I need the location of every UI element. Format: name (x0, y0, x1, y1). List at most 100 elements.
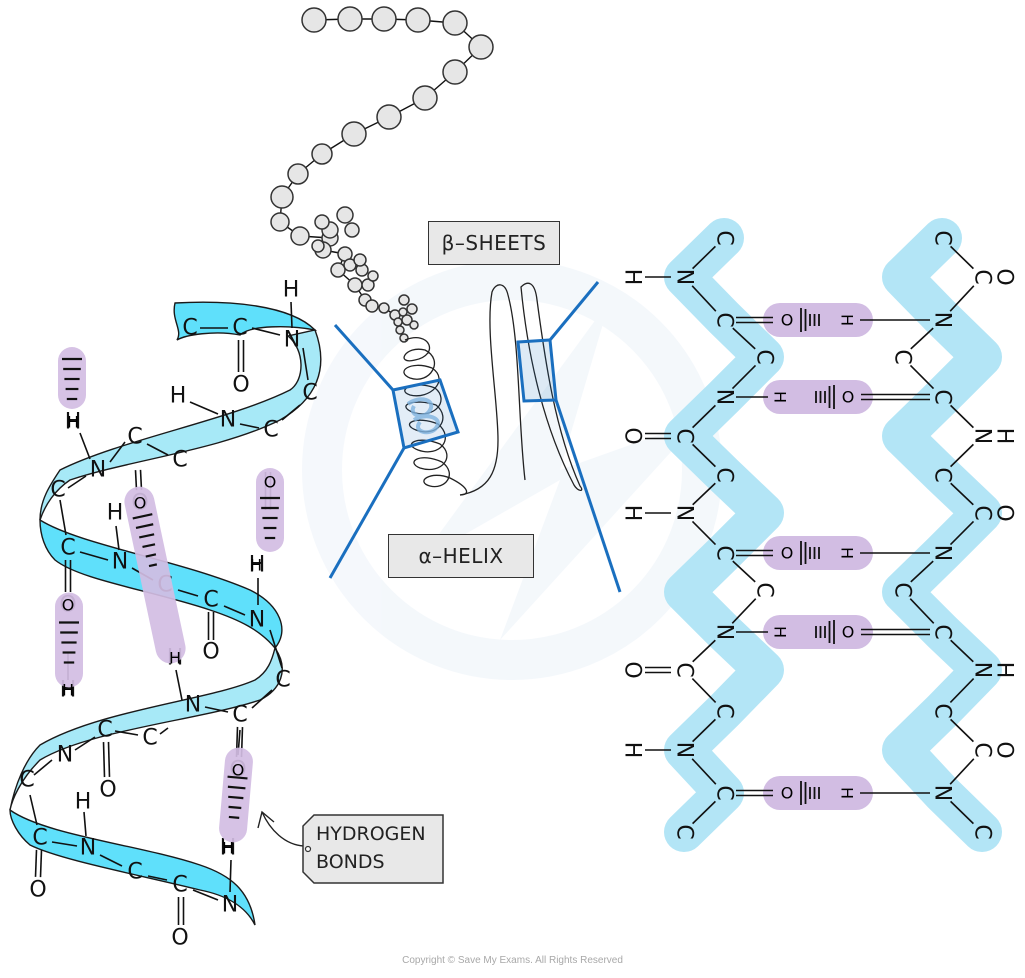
left-strand-atom-n: N (672, 742, 697, 758)
right-strand-atom-c: C (970, 742, 995, 757)
left-strand-atom-c: C (712, 312, 737, 327)
hbond-capsule-fill (219, 747, 253, 843)
backbone-bond (732, 327, 756, 350)
hbond-dash (228, 805, 242, 810)
hbond-hydrogen: H (838, 314, 857, 326)
amino-acid-bead (367, 270, 379, 282)
helix-atom-h: H (170, 384, 187, 409)
backbone-bond (692, 482, 716, 506)
amino-acid-bead (442, 59, 468, 85)
backbone-bond (910, 560, 934, 583)
hbond-oxygen: O (842, 623, 855, 642)
backbone-bond (909, 364, 935, 390)
hbond-capsule-fill (256, 468, 284, 552)
backbone-bond (692, 800, 716, 825)
amino-acid-bead (301, 7, 327, 33)
backbone-bond (949, 520, 975, 546)
right-strand-atom-c: C (890, 349, 915, 364)
helix-atom-c: C (127, 860, 142, 885)
hbond-dash (148, 563, 158, 568)
bond-line (229, 859, 232, 893)
left-side-h: H (620, 505, 645, 522)
amino-acid-bead (337, 6, 363, 32)
right-strand-atom-n: N (970, 428, 995, 444)
double-bond-line (107, 741, 111, 777)
bond-line (189, 401, 219, 415)
left-strand-atom-c: C (712, 785, 737, 800)
helix-atom-c: C (97, 718, 112, 743)
hbond-capsule-fill (763, 536, 873, 570)
amino-acid-bead (341, 121, 367, 147)
backbone-bond (692, 404, 716, 429)
beta-sheets-label: β–SHEETS (428, 221, 560, 265)
backbone-bond (950, 800, 974, 825)
hbond-capsule-fill (763, 303, 873, 337)
amino-acid-bead (287, 163, 309, 185)
hbond-hydrogen: H (838, 547, 857, 559)
backbone-bond (731, 364, 757, 390)
bond-line (109, 441, 126, 463)
amino-acid-bead (405, 7, 431, 33)
left-side-o: O (620, 661, 645, 678)
helix-atom-o: O (62, 596, 75, 615)
bond-line (74, 736, 96, 751)
helix-atom-c: C (127, 425, 142, 450)
helix-atom-c: C (263, 418, 278, 443)
bond-line (302, 347, 309, 381)
hydrogen-bond-pointer-arrow (257, 810, 305, 847)
helix-atom-n: N (222, 893, 238, 918)
bond-line (79, 551, 109, 561)
hbond-oxygen: O (781, 311, 794, 330)
bond-line (290, 301, 293, 329)
amino-acid-bead (344, 222, 360, 238)
helix-atom-c: C (172, 448, 187, 473)
bond-line (239, 423, 260, 429)
left-side-h: H (620, 742, 645, 759)
helix-atom-c: C (232, 316, 247, 341)
hbond-dash (228, 795, 244, 800)
double-bond-line (34, 849, 38, 877)
backbone-bond (731, 598, 757, 624)
hbond-capsule-fill (763, 776, 873, 810)
bond-line (29, 794, 38, 826)
hbond-oxygen: O (781, 784, 794, 803)
right-strand-atom-c: C (890, 582, 915, 597)
hbond-capsule-fill (763, 380, 873, 414)
bond-line (33, 759, 53, 776)
alpha-helix-coil-sketch (403, 337, 468, 496)
backbone-bond (950, 245, 974, 270)
double-bond-line (139, 469, 143, 490)
backbone-bond (691, 285, 717, 312)
double-bond-line (134, 470, 138, 491)
tag-shape (302, 814, 444, 884)
right-strand-atom-c: C (970, 269, 995, 284)
amino-acid-bead (406, 303, 418, 315)
helix-atom-h: H (67, 413, 79, 432)
bond-line (146, 443, 169, 456)
bond-line (67, 475, 87, 489)
left-strand-atom-c: C (752, 349, 777, 364)
bond-line (177, 589, 199, 597)
amino-acid-bead (365, 299, 379, 313)
hbond-hydrogen: H (771, 626, 790, 638)
backbone-bond (692, 443, 716, 468)
right-strand-atom-c: C (930, 624, 955, 639)
helix-atom-n: N (220, 408, 236, 433)
left-strand-atom-c: C (672, 824, 697, 839)
hbond-dash (145, 553, 157, 558)
helix-atom-n: N (80, 836, 96, 861)
helix-atom-c: C (19, 768, 34, 793)
helix-atom-h: H (250, 556, 262, 575)
helix-atom-h: H (249, 553, 266, 578)
bond-line (147, 875, 168, 881)
beta-sheet-atoms: CNCCNCCNCCNCCNCCCCNCCNCCNCCNCCNCHOHOHOHO… (620, 230, 1017, 839)
right-strand-atom-c: C (930, 703, 955, 718)
backbone-bond (909, 598, 935, 624)
hbond-dash (227, 785, 246, 790)
helix-atom-c: C (302, 381, 317, 406)
left-strand-atom-c: C (712, 703, 737, 718)
right-strand-atom-c: C (930, 389, 955, 404)
